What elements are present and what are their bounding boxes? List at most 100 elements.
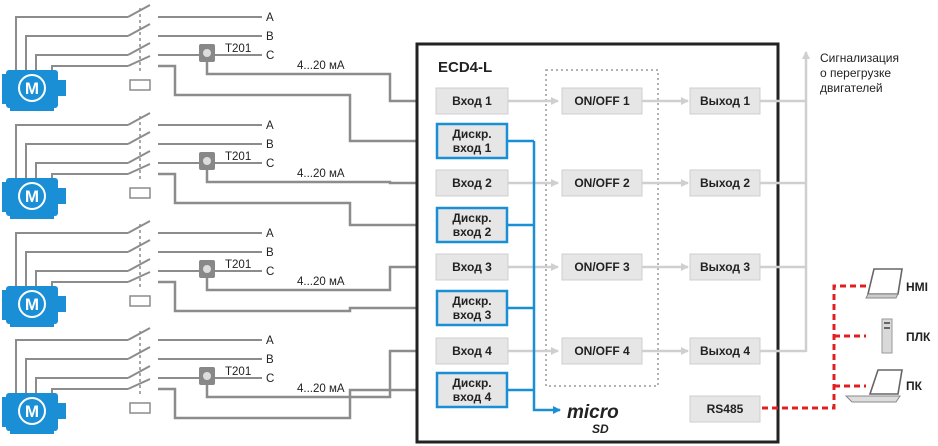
phase-label: C (266, 158, 274, 170)
digital-input-3: Дискр.вход 3 (435, 289, 509, 327)
phase-label: B (266, 31, 274, 43)
onoff-block-1-label: ON/OFF 1 (574, 94, 630, 108)
motor-circuit-3: M ABC T201 4...20 мА (2, 220, 437, 327)
onoff-block-1: ON/OFF 1 (561, 87, 643, 115)
motor-label: M (25, 79, 39, 98)
digital-signal-wire (158, 64, 437, 145)
digital-input-line-2: вход 3 (453, 308, 492, 322)
output-1: Выход 1 (689, 87, 761, 115)
sensor-label: T201 (225, 43, 251, 55)
aux-wire (51, 388, 128, 393)
aux-switch (127, 271, 151, 283)
onoff-block-4-label: ON/OFF 4 (574, 344, 630, 358)
digital-input-1: Дискр.вход 1 (435, 122, 509, 160)
aux-wire (51, 65, 128, 70)
motor-icon: M (2, 286, 66, 327)
output-2-label: Выход 2 (700, 176, 750, 190)
signal-label: 4...20 мА (297, 168, 345, 180)
phase-label: C (266, 266, 274, 278)
phase-wires (15, 112, 262, 178)
digital-bus (508, 139, 561, 414)
current-sensor-t201 (199, 44, 215, 62)
phase-wires (15, 4, 262, 70)
current-sensor-t201 (199, 260, 215, 278)
device-plc-label: ПЛК (906, 330, 931, 344)
phase-label: A (266, 335, 274, 347)
sensor-label: T201 (225, 259, 251, 271)
analog-input-3: Вход 3 (435, 253, 509, 281)
digital-input-line-2: вход 1 (453, 141, 492, 155)
phase-label: B (266, 247, 274, 259)
analog-signal-wire (205, 170, 437, 187)
output-4-label: Выход 4 (700, 344, 750, 358)
logic-group-frame (545, 69, 659, 387)
motor-label: M (25, 187, 39, 206)
aux-switch (127, 378, 151, 390)
onoff-block-3: ON/OFF 3 (561, 253, 643, 281)
motor-icon: M (2, 393, 66, 434)
internal-connections (508, 97, 806, 414)
analog-input-1-label: Вход 1 (452, 94, 492, 108)
phase-label: B (266, 139, 274, 151)
hmi-monitor-icon (865, 268, 903, 299)
contactor-coil (129, 295, 151, 307)
rs485-network: HMI ПЛК ПК (762, 268, 931, 410)
digital-input-line-1: Дискр. (452, 211, 491, 225)
aux-wire (51, 173, 128, 178)
analog-input-3-label: Вход 3 (452, 260, 492, 274)
phase-label: C (266, 373, 274, 385)
phase-label: C (266, 50, 274, 62)
digital-signal-wire (158, 386, 437, 420)
aux-switch (127, 55, 151, 67)
analog-signal-wire (205, 62, 437, 105)
digital-input-4: Дискр.вход 4 (435, 371, 509, 409)
motor-label: M (25, 295, 39, 314)
current-sensor-t201 (199, 367, 215, 385)
analog-input-2-label: Вход 2 (452, 176, 492, 190)
digital-input-2: Дискр.вход 2 (435, 206, 509, 244)
output-4: Выход 4 (689, 337, 761, 365)
aux-wire (51, 281, 128, 286)
current-sensor-t201 (199, 152, 215, 170)
pc-laptop-icon (844, 369, 903, 403)
alarm-note-line-1: Сигнализация (820, 51, 899, 65)
onoff-block-2: ON/OFF 2 (561, 169, 643, 197)
plc-icon (881, 318, 893, 354)
signal-label: 4...20 мА (297, 276, 345, 288)
digital-signal-wire (158, 280, 437, 313)
phase-label: B (266, 354, 274, 366)
sensor-label: T201 (225, 151, 251, 163)
onoff-block-2-label: ON/OFF 2 (574, 176, 630, 190)
contactor-coil (129, 79, 151, 91)
motor-circuit-2: M ABC T201 4...20 мА (2, 112, 437, 229)
phase-wires (15, 327, 262, 393)
phase-label: A (266, 12, 274, 24)
digital-signal-wire (158, 172, 437, 229)
motor-label: M (25, 402, 39, 421)
signal-label: 4...20 мА (297, 60, 345, 72)
microsd-sd: SD (592, 422, 609, 436)
motor-icon: M (2, 70, 66, 111)
phase-label: A (266, 120, 274, 132)
digital-input-line-1: Дискр. (452, 376, 491, 390)
output-3: Выход 3 (689, 253, 761, 281)
microsd-logo: micro SD (567, 402, 619, 436)
digital-input-line-2: вход 2 (453, 225, 492, 239)
contactor-coil (129, 187, 151, 199)
motor-icon: M (2, 178, 66, 219)
rs485-port: RS485 (689, 395, 761, 423)
analog-signal-wire (205, 263, 437, 292)
digital-input-line-1: Дискр. (452, 127, 491, 141)
alarm-note-line-3: двигателей (820, 81, 883, 95)
output-3-label: Выход 3 (700, 260, 750, 274)
phase-label: A (266, 228, 274, 240)
alarm-note-line-2: о перегрузке (820, 66, 891, 80)
controller-title: ECD4-L (438, 59, 492, 76)
analog-input-2: Вход 2 (435, 169, 509, 197)
output-1-label: Выход 1 (700, 94, 750, 108)
